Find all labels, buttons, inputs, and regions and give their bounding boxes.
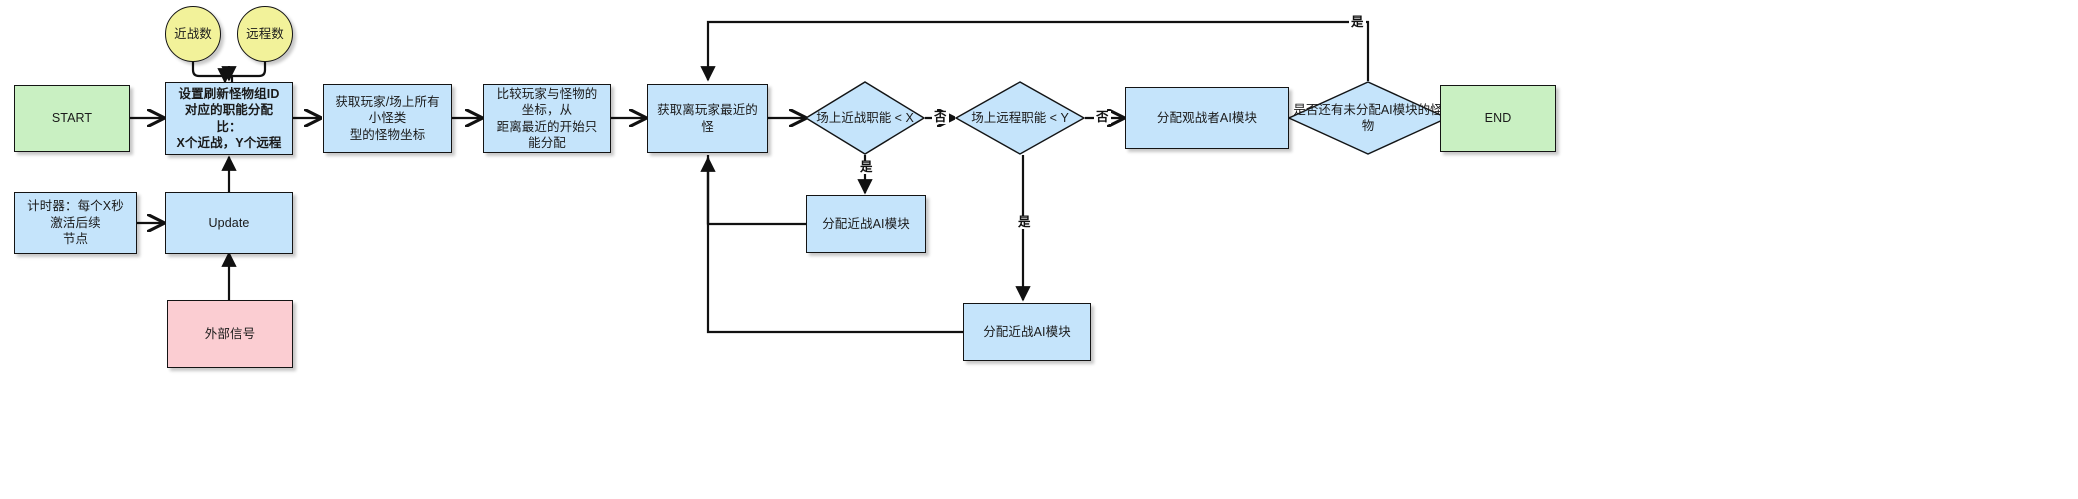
node-set-spawn-ratio-label: 设置刷新怪物组ID 对应的职能分配比： X个近战，Y个远程 (176, 86, 282, 151)
node-start-label: START (51, 111, 93, 126)
node-set-spawn-ratio[interactable]: 设置刷新怪物组ID 对应的职能分配比： X个近战，Y个远程 (165, 82, 293, 155)
node-compare-coords[interactable]: 比较玩家与怪物的坐标，从 距离最近的开始只能分配 (483, 84, 611, 153)
node-assign-melee-ai-1-label: 分配近战AI模块 (822, 216, 910, 231)
node-assign-observer-ai[interactable]: 分配观战者AI模块 (1125, 87, 1289, 149)
node-param-ranged-count-label: 远程数 (246, 26, 284, 41)
node-compare-coords-label: 比较玩家与怪物的坐标，从 距离最近的开始只能分配 (496, 86, 598, 151)
edge-label-ranged-no: 否 (1094, 110, 1111, 124)
node-get-nearest-monster-label: 获取离玩家最近的怪 (657, 103, 758, 134)
node-decision-any-unassigned[interactable]: 是否还有未分配AI模块的怪 物 (1288, 81, 1448, 155)
node-external-signal-label: 外部信号 (204, 326, 256, 341)
node-end-label: END (1484, 111, 1512, 126)
node-get-monster-coords[interactable]: 获取玩家/场上所有小怪类 型的怪物坐标 (323, 84, 452, 153)
node-decision-melee-lt-x[interactable]: 场上近战职能 < X (805, 81, 925, 155)
diamond-outline (1288, 81, 1448, 155)
node-get-nearest-monster[interactable]: 获取离玩家最近的怪 (647, 84, 768, 153)
node-decision-ranged-lt-y[interactable]: 场上远程职能 < Y (955, 81, 1085, 155)
node-get-monster-coords-label: 获取玩家/场上所有小怪类 型的怪物坐标 (335, 94, 440, 142)
edge-label-loop-yes: 是 (1349, 15, 1366, 29)
diamond-outline (955, 81, 1085, 155)
edge-label-ranged-yes: 是 (1016, 215, 1033, 229)
diamond-outline (805, 81, 925, 155)
node-param-melee-count[interactable]: 近战数 (165, 6, 221, 62)
node-start[interactable]: START (14, 85, 130, 152)
node-assign-melee-ai-2-label: 分配近战AI模块 (983, 324, 1071, 339)
node-assign-observer-ai-label: 分配观战者AI模块 (1156, 110, 1258, 125)
node-assign-melee-ai-2[interactable]: 分配近战AI模块 (963, 303, 1091, 361)
edge-label-melee-no: 否 (932, 110, 949, 124)
node-end[interactable]: END (1440, 85, 1556, 152)
node-timer[interactable]: 计时器：每个X秒激活后续 节点 (14, 192, 137, 254)
node-param-ranged-count[interactable]: 远程数 (237, 6, 293, 62)
node-assign-melee-ai-1[interactable]: 分配近战AI模块 (806, 195, 926, 253)
node-param-melee-count-label: 近战数 (174, 26, 212, 41)
node-external-signal[interactable]: 外部信号 (167, 300, 293, 368)
node-decision-any-unassigned-label: 是否还有未分配AI模块的怪 物 (1293, 102, 1443, 133)
node-timer-label: 计时器：每个X秒激活后续 节点 (27, 199, 124, 247)
node-decision-melee-lt-x-label: 场上近战职能 < X (816, 110, 914, 125)
node-decision-ranged-lt-y-label: 场上远程职能 < Y (971, 110, 1069, 125)
edge-label-melee-yes: 是 (858, 160, 875, 174)
node-update-label: Update (208, 215, 250, 230)
node-update[interactable]: Update (165, 192, 293, 254)
